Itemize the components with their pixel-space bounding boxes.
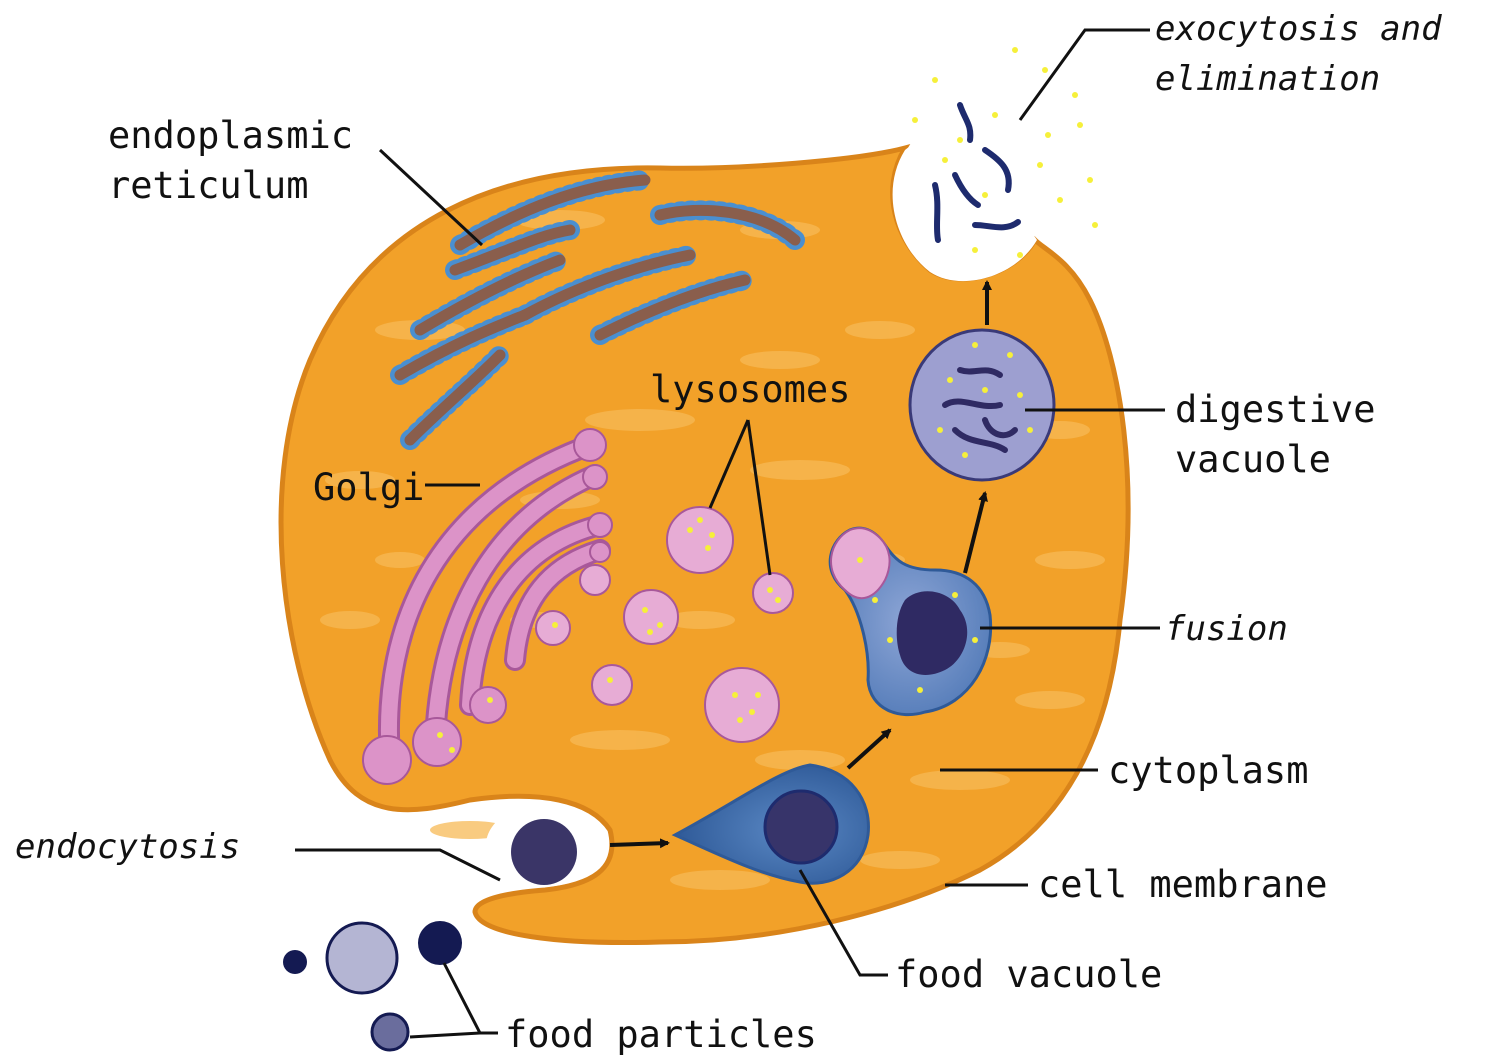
food-particle (418, 921, 462, 965)
lysosome (536, 611, 570, 645)
label-endocytosis: endocytosis (15, 827, 240, 867)
lysosome (592, 665, 632, 705)
label-exocytosis-2: elimination (1155, 59, 1380, 99)
label-cell-membrane: cell membrane (1038, 863, 1328, 906)
food-particle (327, 923, 397, 993)
label-digestive-vacuole-2: vacuole (1175, 438, 1331, 481)
arrow-to-food-vacuole (610, 843, 668, 845)
food-particle (372, 1014, 408, 1050)
lysosome (705, 668, 779, 742)
label-golgi: Golgi (313, 466, 424, 509)
digestive-vacuole (910, 330, 1054, 480)
label-endoplasmic-reticulum-1: endoplasmic (108, 114, 353, 157)
lysosome (580, 565, 610, 595)
label-endoplasmic-reticulum-2: reticulum (108, 164, 308, 207)
food-particle (283, 950, 307, 974)
label-fusion: fusion (1165, 609, 1288, 649)
endocytosis-pocket (486, 807, 608, 887)
exocytosis-pocket (893, 105, 1037, 281)
label-digestive-vacuole-1: digestive (1175, 388, 1375, 431)
label-exocytosis-1: exocytosis and (1155, 9, 1442, 49)
ingested-particle (511, 819, 577, 885)
label-food-vacuole: food vacuole (895, 953, 1162, 996)
lysosome (667, 507, 733, 573)
label-food-particles: food particles (505, 1013, 817, 1056)
lysosome (624, 590, 678, 644)
label-lysosomes: lysosomes (650, 368, 850, 411)
food-particles (283, 921, 462, 1050)
lysosome (753, 573, 793, 613)
label-cytoplasm: cytoplasm (1108, 749, 1308, 792)
